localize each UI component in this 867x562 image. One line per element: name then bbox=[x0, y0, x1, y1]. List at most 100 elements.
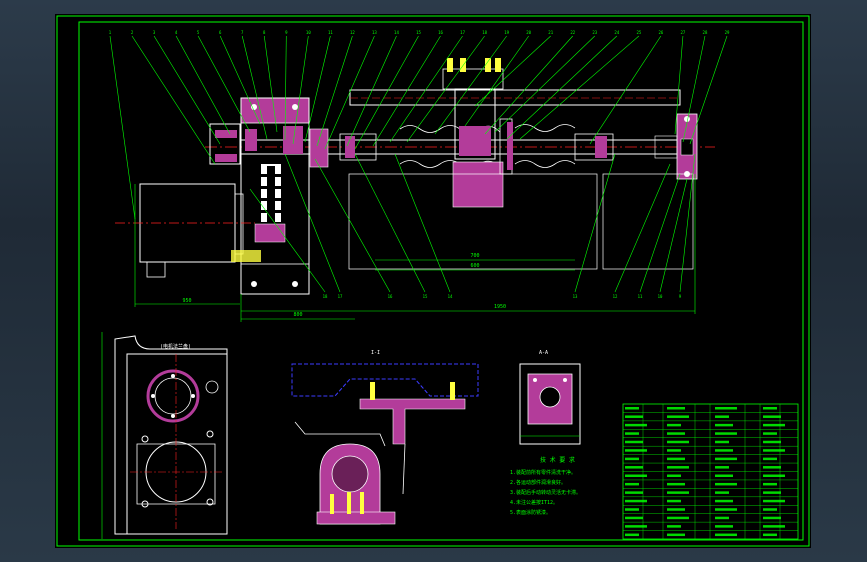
callout-leader bbox=[219, 35, 261, 125]
flange-corner-hole-2 bbox=[206, 430, 214, 438]
callout-leader bbox=[354, 35, 419, 150]
callout-leader bbox=[519, 35, 640, 140]
callout-leader bbox=[372, 35, 441, 147]
callout-leader bbox=[494, 35, 595, 133]
flange-bore-lower bbox=[136, 443, 216, 505]
break-line-3 bbox=[514, 124, 576, 132]
callout-label: 19 bbox=[504, 30, 509, 35]
dim-text-5: 800 bbox=[293, 312, 302, 318]
callout-label: 12 bbox=[350, 30, 355, 35]
callout-leader bbox=[474, 35, 551, 107]
callout-leader bbox=[574, 153, 616, 293]
title-block-text bbox=[715, 466, 729, 469]
right-end-block bbox=[654, 113, 698, 180]
break-line-4 bbox=[514, 160, 576, 168]
motor-flange-view: (电机法兰盘) bbox=[101, 332, 228, 539]
title-block-text bbox=[625, 474, 647, 477]
title-block-text bbox=[763, 423, 785, 427]
bracket-body bbox=[359, 398, 466, 445]
motor-view-label: (电机法兰盘) bbox=[160, 343, 191, 350]
title-block-text bbox=[625, 457, 639, 461]
housing-bolt-3 bbox=[360, 492, 364, 514]
title-block-text bbox=[667, 440, 689, 444]
callout-label: 16 bbox=[438, 30, 443, 35]
end-bearing-bolt-1 bbox=[533, 378, 537, 382]
callout-label: 13 bbox=[372, 30, 377, 35]
main-assembly-view: 700 600 950 1950 800 1234567891011121314… bbox=[109, 30, 730, 322]
right-support-outline bbox=[602, 173, 694, 270]
callout-label: 26 bbox=[658, 30, 663, 35]
title-block-text bbox=[667, 407, 685, 410]
flange-plate bbox=[126, 353, 228, 535]
callout-label: 22 bbox=[570, 30, 575, 35]
title-block-text bbox=[715, 457, 737, 461]
callout-leader bbox=[389, 35, 463, 143]
callout-leader bbox=[249, 188, 326, 293]
callout-leader bbox=[639, 173, 681, 293]
tech-line: 2.各运动部件润滑良好。 bbox=[510, 479, 566, 486]
callout-label: 25 bbox=[636, 30, 641, 35]
callout-leader bbox=[406, 35, 485, 143]
callout-label: 11 bbox=[638, 294, 643, 299]
coupling-1 bbox=[309, 128, 329, 168]
title-block-text bbox=[667, 525, 681, 528]
callout-label: 20 bbox=[526, 30, 531, 35]
callout-label: 27 bbox=[681, 30, 686, 35]
title-block-text bbox=[715, 474, 733, 477]
end-bearing-bolt-2 bbox=[563, 378, 567, 382]
callout-label: 14 bbox=[448, 294, 453, 299]
title-block-text bbox=[715, 499, 733, 503]
title-block-text bbox=[625, 533, 639, 537]
callout-leader bbox=[292, 35, 309, 145]
callout-leader bbox=[263, 35, 278, 133]
callout-label: 13 bbox=[573, 294, 578, 299]
title-block-text bbox=[625, 491, 643, 494]
callout-leader bbox=[316, 35, 353, 147]
title-block-text bbox=[763, 525, 785, 528]
title-block-text bbox=[667, 474, 681, 477]
title-block-text bbox=[625, 516, 643, 520]
title-block-text bbox=[763, 508, 777, 511]
title-block-text bbox=[763, 432, 777, 435]
title-block bbox=[622, 403, 799, 540]
left-bearing-block bbox=[209, 123, 241, 165]
title-block-text bbox=[625, 466, 643, 469]
title-block-text bbox=[715, 482, 737, 486]
title-block-text bbox=[763, 474, 785, 477]
coupling-3 bbox=[574, 133, 614, 161]
title-block-text bbox=[715, 491, 729, 494]
title-block-text bbox=[763, 466, 781, 469]
callout-leader bbox=[682, 35, 706, 143]
callout-leader bbox=[394, 153, 451, 293]
callout-label: 4 bbox=[175, 30, 178, 35]
flange-bore-upper bbox=[146, 369, 200, 423]
callout-label: 7 bbox=[241, 30, 244, 35]
title-block-text bbox=[667, 457, 685, 461]
title-block-text bbox=[715, 415, 729, 418]
gearbox-housing bbox=[240, 97, 310, 295]
dim-text-3: 950 bbox=[182, 298, 191, 304]
title-block-text bbox=[715, 516, 729, 520]
title-block-text bbox=[667, 516, 689, 520]
title-block-text bbox=[763, 499, 785, 503]
upper-rail bbox=[349, 89, 681, 106]
title-block-text bbox=[715, 440, 729, 444]
title-block-text bbox=[715, 508, 737, 511]
flange-bore-upper-inner bbox=[154, 377, 192, 415]
title-block-text bbox=[667, 491, 689, 494]
title-block-text bbox=[763, 516, 781, 520]
title-block-text bbox=[763, 457, 777, 461]
callout-leader bbox=[354, 153, 426, 293]
title-block-text bbox=[667, 508, 685, 511]
housing-bolt-2 bbox=[347, 492, 351, 514]
callout-label: 29 bbox=[725, 30, 730, 35]
callout-leader bbox=[679, 153, 696, 293]
bearing-base-plate bbox=[316, 511, 396, 525]
callout-leader bbox=[153, 35, 221, 145]
title-block-text bbox=[763, 533, 777, 537]
callout-leader bbox=[324, 35, 375, 150]
title-block-text bbox=[625, 423, 647, 427]
tech-title: 技 术 要 求 bbox=[540, 456, 575, 464]
